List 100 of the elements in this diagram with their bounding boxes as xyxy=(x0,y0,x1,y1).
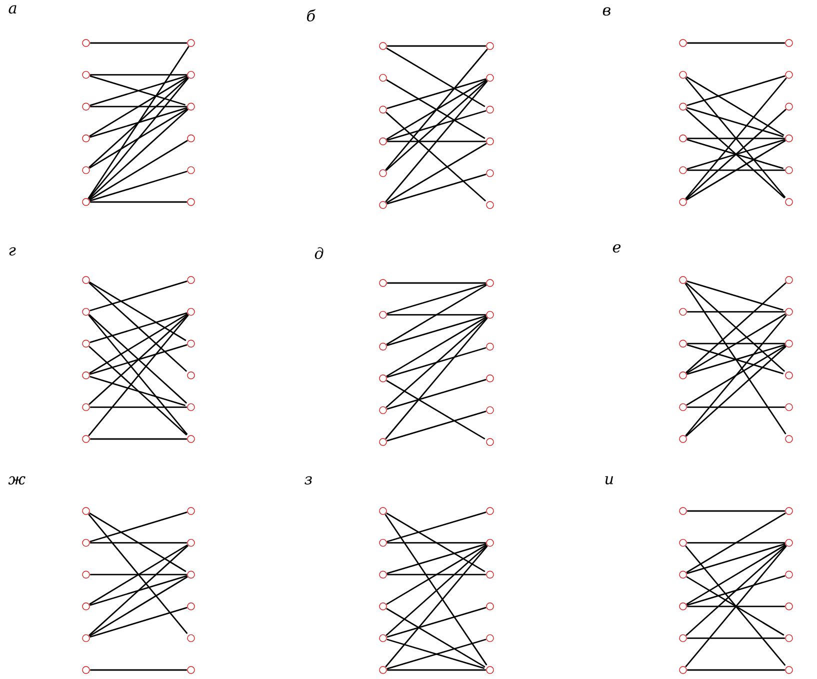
graph-edge xyxy=(386,608,486,668)
vertex-circle xyxy=(82,70,90,79)
vertex-circle xyxy=(679,102,687,110)
graph-edge xyxy=(90,170,188,202)
graph-edge xyxy=(386,347,486,378)
vertex-circle xyxy=(486,507,494,515)
vertex-circle xyxy=(785,134,793,142)
graph-edge xyxy=(386,380,486,440)
vertex-circle xyxy=(679,602,687,610)
graph-edge xyxy=(686,107,784,138)
vertex-circle xyxy=(82,666,90,674)
vertex-circle xyxy=(679,340,687,348)
vertex-circle xyxy=(187,634,195,642)
panel-label: в xyxy=(602,7,610,16)
graph-edge xyxy=(386,315,486,346)
vertex-circle xyxy=(379,406,387,414)
vertex-circle xyxy=(679,276,687,284)
vertex-circle xyxy=(679,39,687,47)
graph-edge xyxy=(386,512,486,542)
vertex-circle xyxy=(785,602,793,610)
vertex-circle xyxy=(486,666,494,674)
panel-label: г xyxy=(9,247,16,256)
vertex-circle xyxy=(379,138,387,146)
graph-edge xyxy=(386,378,486,410)
vertex-circle xyxy=(486,138,494,146)
vertex-circle xyxy=(785,39,793,47)
vertex-circle xyxy=(82,403,90,412)
vertex-circle xyxy=(486,602,494,610)
graph-edge xyxy=(89,313,188,374)
vertex-circle xyxy=(187,166,195,174)
graph-edge xyxy=(386,512,486,572)
graph-edge xyxy=(386,545,488,636)
graph-edge xyxy=(90,74,187,76)
graph-edge xyxy=(386,47,486,108)
graph-edge xyxy=(90,312,188,344)
vertex-circle xyxy=(379,602,387,610)
graph-edge xyxy=(686,346,786,437)
graph-edge xyxy=(385,80,488,202)
graph-edge xyxy=(88,46,190,199)
graph-edge xyxy=(387,314,486,316)
graph-edge xyxy=(687,669,785,671)
graph-edge xyxy=(687,138,785,140)
vertex-circle xyxy=(187,70,195,79)
vertex-circle xyxy=(785,166,793,174)
graph-edge xyxy=(385,545,488,668)
vertex-circle xyxy=(679,570,687,578)
graph-edge xyxy=(90,542,187,544)
vertex-circle xyxy=(486,74,494,82)
vertex-circle xyxy=(379,666,387,674)
vertex-circle xyxy=(187,102,195,110)
vertex-circle xyxy=(82,602,90,610)
graph-edge xyxy=(90,344,188,375)
graph-edge xyxy=(384,514,488,666)
graph-edge xyxy=(89,282,186,342)
graph-edge xyxy=(686,76,784,136)
graph-edge xyxy=(386,142,487,204)
vertex-circle xyxy=(486,169,494,178)
vertex-circle xyxy=(82,538,90,547)
graph-edge xyxy=(88,282,188,372)
graph-edge xyxy=(88,514,188,634)
graph-edge xyxy=(687,542,785,544)
graph-edge xyxy=(686,345,786,406)
graph-edge xyxy=(686,313,786,374)
graph-edge xyxy=(385,48,488,171)
vertex-circle xyxy=(379,201,387,209)
vertex-circle xyxy=(187,435,195,443)
panel-label: з xyxy=(304,476,312,485)
graph-edge xyxy=(386,112,486,202)
vertex-circle xyxy=(785,538,793,547)
vertex-circle xyxy=(679,134,687,142)
vertex-circle xyxy=(679,634,687,642)
graph-edge xyxy=(90,280,188,312)
vertex-circle xyxy=(486,374,494,382)
graph-edge xyxy=(686,543,786,574)
vertex-circle xyxy=(379,507,387,515)
graph-edge xyxy=(386,80,488,171)
vertex-circle xyxy=(379,310,387,319)
vertex-circle xyxy=(82,570,90,578)
graph-edge xyxy=(386,316,487,377)
vertex-circle xyxy=(785,276,793,284)
vertex-circle xyxy=(187,276,195,284)
graph-edge xyxy=(387,45,486,47)
graph-edge xyxy=(687,170,785,171)
graph-edge xyxy=(386,543,486,574)
graph-edge xyxy=(88,545,188,636)
panel-label: е xyxy=(612,244,621,253)
vertex-circle xyxy=(785,403,793,412)
graph-edge xyxy=(686,140,786,200)
graph-edge xyxy=(685,314,787,436)
vertex-circle xyxy=(82,507,90,515)
vertex-circle xyxy=(679,666,687,674)
vertex-circle xyxy=(679,435,687,443)
vertex-circle xyxy=(82,308,90,316)
vertex-circle xyxy=(785,340,793,348)
vertex-circle xyxy=(82,134,90,142)
vertex-circle xyxy=(679,403,687,412)
vertex-circle xyxy=(679,166,687,174)
vertex-circle xyxy=(379,374,387,382)
vertex-circle xyxy=(679,70,687,79)
graph-edge xyxy=(687,510,785,512)
